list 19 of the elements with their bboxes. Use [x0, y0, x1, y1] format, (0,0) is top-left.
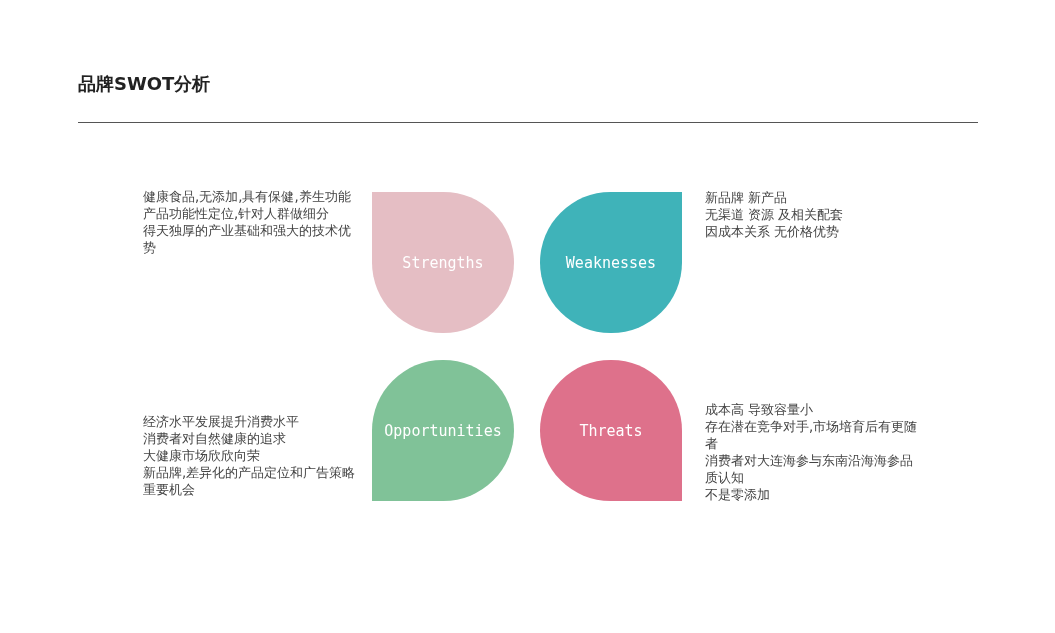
bullet-text: 经济水平发展提升消费水平 — [143, 413, 299, 430]
bullet-text: 不是零添加 — [705, 486, 770, 503]
page-title: 品牌SWOT分析 — [78, 72, 211, 96]
bullet-text: 无渠道 资源 及相关配套 — [705, 206, 844, 223]
bullet-text: 成本高 导致容量小 — [705, 401, 814, 418]
bullet-text: 新品牌 新产品 — [705, 189, 788, 206]
bullet-text: 消费者对大连海参与东南沿海海参品质认知 — [705, 452, 914, 486]
bullet-text: 新品牌,差异化的产品定位和广告策略重要机会 — [143, 464, 357, 498]
bullet-text: 因成本关系 无价格优势 — [705, 223, 840, 240]
bullet-text: 消费者对自然健康的追求 — [143, 430, 286, 447]
quadrant-heading: Opportunities — [384, 421, 502, 440]
bullet-text: 大健康市场欣欣向荣 — [143, 447, 260, 464]
bullet-text: 健康食品,无添加,具有保健,养生功能 — [143, 188, 351, 205]
quadrant-heading: Strengths — [402, 253, 484, 272]
quadrant-heading: Threats — [579, 421, 643, 440]
bullet-text: 得天独厚的产业基础和强大的技术优势 — [143, 222, 352, 256]
bullet-text: 存在潜在竞争对手,市场培育后有更随者 — [705, 418, 919, 452]
bullet-text: 产品功能性定位,针对人群做细分 — [143, 205, 330, 222]
quadrant-heading: Weaknesses — [565, 253, 657, 272]
